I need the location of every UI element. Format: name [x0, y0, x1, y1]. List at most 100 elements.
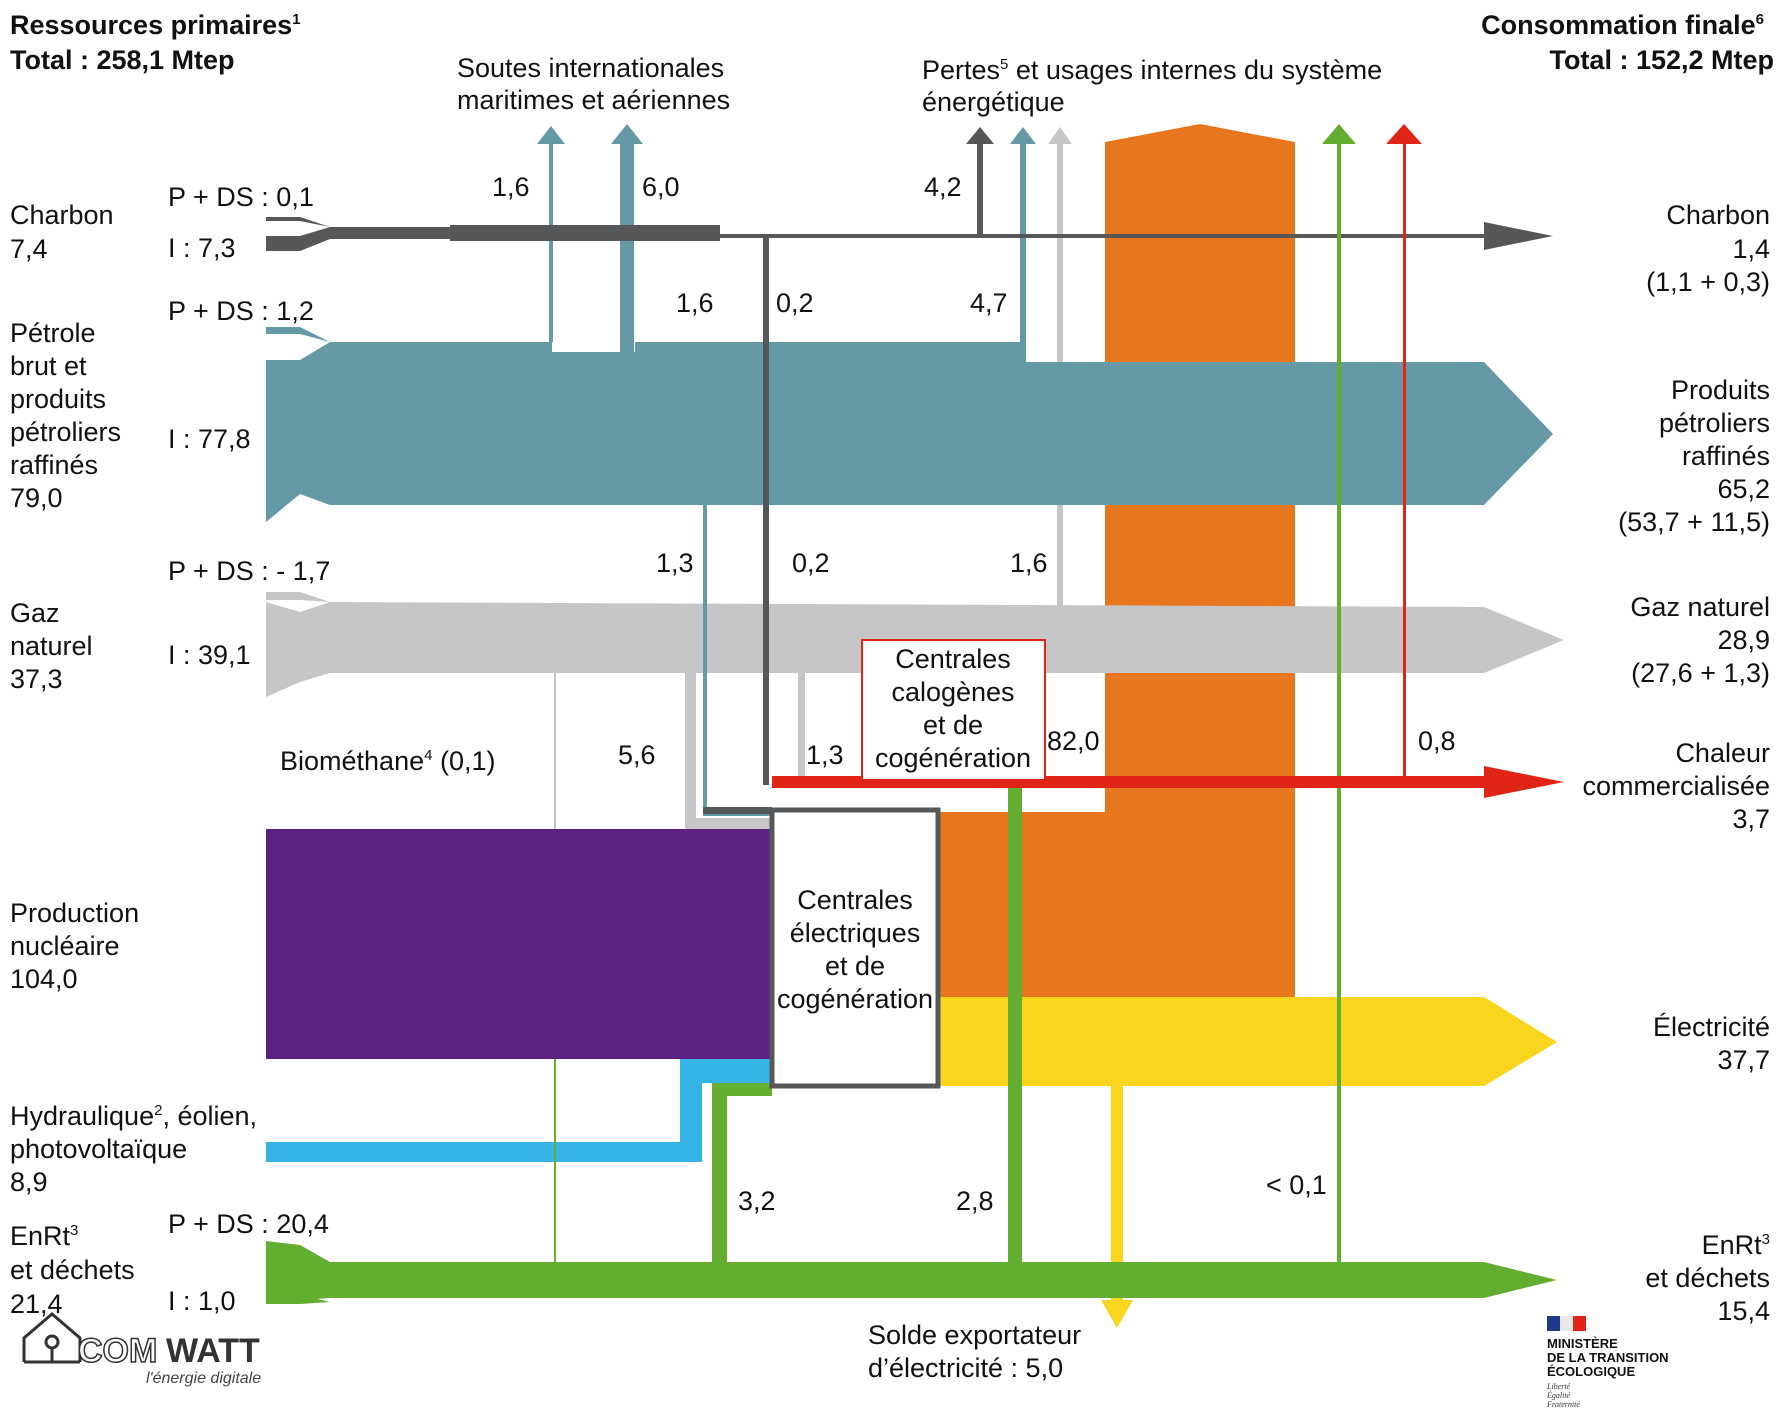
power-box-line1: Centrales [797, 885, 913, 915]
gas-losses-arrowhead [1048, 127, 1072, 144]
hydro-flow [266, 1059, 772, 1162]
value-charbon-to-heat-mid: 0,2 [792, 548, 830, 578]
final-petrole-line3: raffinés [1682, 441, 1770, 471]
coal-losses-arrowhead [966, 127, 994, 144]
primary-petrole-line4: pétroliers [10, 417, 121, 447]
final-electricite-value: 37,7 [1717, 1045, 1770, 1075]
petrole-pds: P + DS : 1,2 [168, 296, 314, 326]
gaz-imports: I : 39,1 [168, 640, 251, 670]
coal-final-flow [720, 234, 1484, 238]
comwatt-tagline: l'énergie digitale [146, 1370, 261, 1387]
left-total: Total : 258,1 Mtep [10, 45, 235, 75]
primary-petrole-line2: brut et [10, 351, 87, 381]
soutes-arrowhead-a [537, 126, 565, 144]
enrt-to-elec [712, 1083, 772, 1262]
left-title: Ressources primaires1 [10, 10, 301, 40]
losses-flow [938, 124, 1295, 997]
export-arrowhead [1101, 1300, 1133, 1328]
final-chaleur-line1: Chaleur [1675, 738, 1770, 768]
comwatt-name-watt: WATT [166, 1332, 260, 1370]
final-enrt-line1: EnRt3 [1702, 1230, 1770, 1260]
enrt-imports: I : 1,0 [168, 1286, 236, 1316]
ministry-motto-3: Fraternité [1546, 1400, 1580, 1409]
comwatt-name-com: COM [78, 1332, 157, 1370]
final-charbon-value: 1,4 [1732, 234, 1770, 264]
value-pertes-charbon: 4,2 [924, 172, 962, 202]
enrt-imports-input [266, 1295, 330, 1304]
right-title: Consommation finale6 [1481, 10, 1764, 40]
final-gaz-detail: (27,6 + 1,3) [1631, 658, 1770, 688]
primary-hydro-value: 8,9 [10, 1167, 48, 1197]
house-plug-icon [22, 1312, 82, 1364]
primary-petrole-value: 79,0 [10, 483, 63, 513]
power-box-line3: et de [825, 951, 885, 981]
heat-box-line4: cogénération [875, 743, 1031, 773]
heat-box-line3: et de [923, 710, 983, 740]
petrole-imports: I : 77,8 [168, 424, 251, 454]
coal-losses [977, 143, 983, 238]
heat-box-line2: calogènes [891, 677, 1014, 707]
export-label-line1: Solde exportateur [868, 1320, 1081, 1350]
primary-petrole-line5: raffinés [10, 450, 98, 480]
primary-enrt-line1: EnRt3 [10, 1221, 78, 1251]
ministry-motto-2: Égalité [1546, 1390, 1571, 1400]
final-petrole-line2: pétroliers [1659, 408, 1770, 438]
primary-enrt-line2: et déchets [10, 1255, 135, 1285]
export-label-line2: d’électricité : 5,0 [868, 1353, 1063, 1383]
enrt-losses-arrowhead [1322, 124, 1356, 144]
gaz-pds: P + DS : - 1,7 [168, 556, 330, 586]
value-biomethane: Biométhane4 (0,1) [280, 746, 495, 776]
enrt-losses [1337, 143, 1341, 1262]
primary-charbon-value: 7,4 [10, 234, 48, 264]
primary-petrole-line1: Pétrole [10, 318, 96, 348]
coal-final-arrowhead [1484, 222, 1553, 250]
pertes-label-line2: énergétique [922, 87, 1065, 117]
gas-pds-input [266, 592, 330, 602]
value-soutes-b: 6,0 [642, 172, 680, 202]
electricity-export-flow [1111, 1086, 1123, 1301]
value-petrole-losses: 4,7 [970, 288, 1008, 318]
value-enrt-to-heat: 2,8 [956, 1186, 994, 1216]
primary-nucleaire-line1: Production [10, 898, 139, 928]
heat-plants-box [861, 639, 1046, 781]
ministry-logo: MINISTÈRE DE LA TRANSITION ÉCOLOGIQUE Li… [1546, 1316, 1669, 1409]
primary-hydro-line2: photovoltaïque [10, 1134, 187, 1164]
soutes-label-line2: maritimes et aériennes [457, 85, 730, 115]
value-soutes-a: 1,6 [492, 172, 530, 202]
primary-petrole-line3: produits [10, 384, 106, 414]
primary-nucleaire-value: 104,0 [10, 964, 78, 994]
final-enrt-line2: et déchets [1645, 1263, 1770, 1293]
petrol-losses [1020, 143, 1026, 365]
heat-losses-arrowhead [1386, 124, 1422, 144]
coal-flow [266, 225, 720, 251]
final-petrole-value: 65,2 [1717, 474, 1770, 504]
value-gas-losses: 1,6 [1010, 548, 1048, 578]
heat-losses [1403, 143, 1406, 779]
ministry-line3: ÉCOLOGIQUE [1547, 1364, 1635, 1379]
petrol-losses-arrowhead [1010, 127, 1036, 144]
primary-nucleaire-line2: nucléaire [10, 931, 120, 961]
final-chaleur-line2: commercialisée [1582, 771, 1770, 801]
soutes-label-line1: Soutes internationales [457, 53, 724, 83]
final-petrole-detail: (53,7 + 11,5) [1618, 507, 1770, 537]
value-gas-to-plants: 5,6 [618, 740, 656, 770]
final-electricite-name: Électricité [1653, 1012, 1770, 1042]
petrol-flow [266, 342, 1553, 522]
value-petrole-to-heat: 1,3 [656, 548, 694, 578]
value-charbon-to-heat-top: 0,2 [776, 288, 814, 318]
final-enrt-value: 15,4 [1717, 1296, 1770, 1326]
pertes-label-line1: Pertes5 et usages internes du système [922, 55, 1382, 85]
power-plants-box [769, 807, 941, 1089]
soutes-arrowhead-b [611, 124, 643, 144]
gas-to-plants [685, 673, 772, 829]
ministry-line1: MINISTÈRE [1547, 1336, 1618, 1351]
soutes-flow-a [549, 142, 553, 342]
heat-box-line1: Centrales [895, 644, 1011, 674]
soutes-flow-b [620, 143, 634, 353]
coal-pds-input [266, 217, 330, 227]
power-box-line2: électriques [790, 918, 921, 948]
gas-to-heat [798, 673, 805, 785]
power-box-line4: cogénération [777, 984, 933, 1014]
petrol-pds-input [266, 327, 330, 342]
